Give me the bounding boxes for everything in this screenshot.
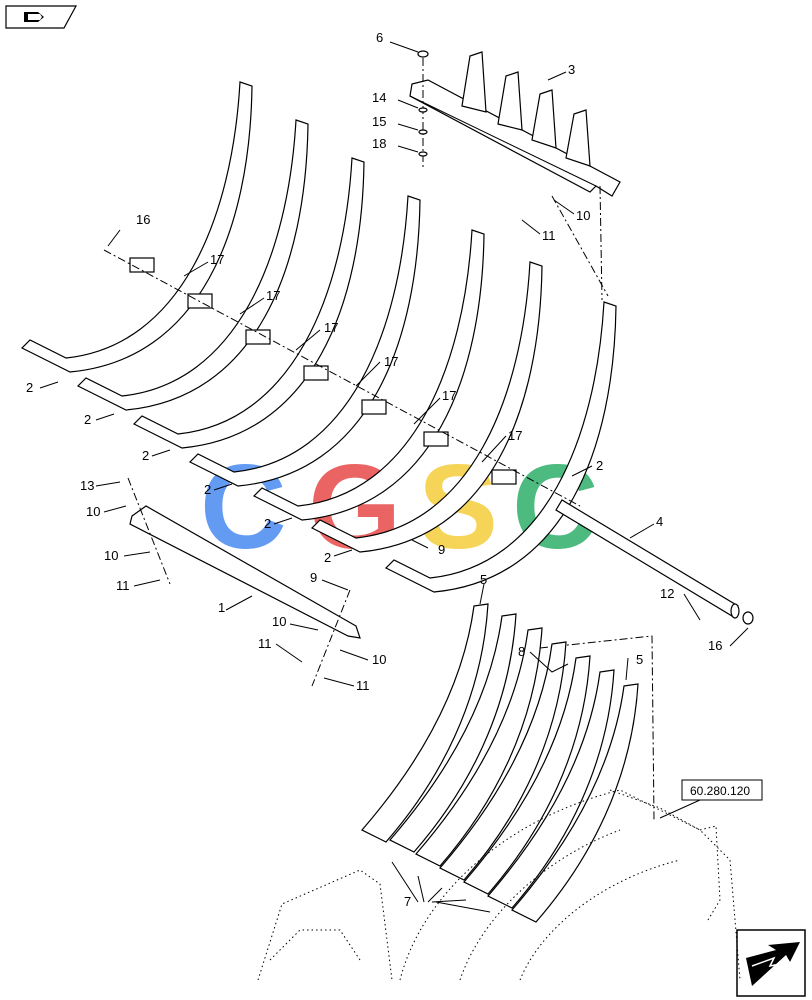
callout-5-b: 5 — [636, 652, 643, 667]
callout-10-low: 10 — [372, 652, 386, 667]
callout-2-g: 2 — [596, 458, 603, 473]
callout-18: 18 — [372, 136, 386, 151]
callout-2-a: 2 — [26, 380, 33, 395]
callout-11-low: 11 — [356, 678, 370, 693]
callout-1: 1 — [218, 600, 225, 615]
callout-2-c: 2 — [142, 448, 149, 463]
callout-11-top: 11 — [542, 228, 556, 243]
callout-14: 14 — [372, 90, 386, 105]
callout-17-d: 17 — [384, 354, 398, 369]
callout-9-a: 9 — [438, 542, 445, 557]
callout-11-mid: 11 — [258, 636, 272, 651]
bar-part-1 — [127, 477, 361, 687]
callout-17-c: 17 — [324, 320, 338, 335]
callout-10-mid: 10 — [272, 614, 286, 629]
callout-6: 6 — [376, 30, 383, 45]
callout-2-e: 2 — [264, 516, 271, 531]
callout-17-e: 17 — [442, 388, 456, 403]
direction-arrow-icon[interactable] — [736, 929, 806, 997]
callout-2-b: 2 — [84, 412, 91, 427]
housing-outline — [257, 789, 741, 981]
callout-16-left: 16 — [136, 212, 150, 227]
callout-17-a: 17 — [210, 252, 224, 267]
callout-16-right: 16 — [708, 638, 722, 653]
callout-11-left: 11 — [116, 578, 130, 593]
callout-9-b: 9 — [310, 570, 317, 585]
reference-box-label: 60.280.120 — [690, 784, 750, 798]
callout-5-a: 5 — [480, 572, 487, 587]
callout-10-left-a: 10 — [86, 504, 100, 519]
wear-strips — [361, 603, 639, 923]
assembly-lines — [539, 185, 655, 821]
callout-13: 13 — [80, 478, 94, 493]
callout-4: 4 — [656, 514, 663, 529]
hardware-stack — [417, 50, 429, 168]
wrench-arrow-icon[interactable] — [5, 5, 78, 29]
callout-10-left-b: 10 — [104, 548, 118, 563]
callout-2-d: 2 — [204, 482, 211, 497]
leader-lines — [39, 41, 749, 913]
pivot-bosses — [103, 249, 581, 507]
callout-17-f: 17 — [508, 428, 522, 443]
callout-12: 12 — [660, 586, 674, 601]
callout-10-top: 10 — [576, 208, 590, 223]
callout-8: 8 — [518, 644, 525, 659]
callout-15: 15 — [372, 114, 386, 129]
callout-17-b: 17 — [266, 288, 280, 303]
callout-3: 3 — [568, 62, 575, 77]
shaft-part-4 — [555, 499, 754, 625]
reference-box[interactable]: 60.280.120 — [659, 779, 763, 819]
callout-7: 7 — [404, 894, 411, 909]
callouts: 6 3 14 15 18 10 11 16 17 17 17 17 17 17 … — [26, 30, 722, 909]
bracket-part-3 — [409, 51, 621, 197]
callout-2-f: 2 — [324, 550, 331, 565]
